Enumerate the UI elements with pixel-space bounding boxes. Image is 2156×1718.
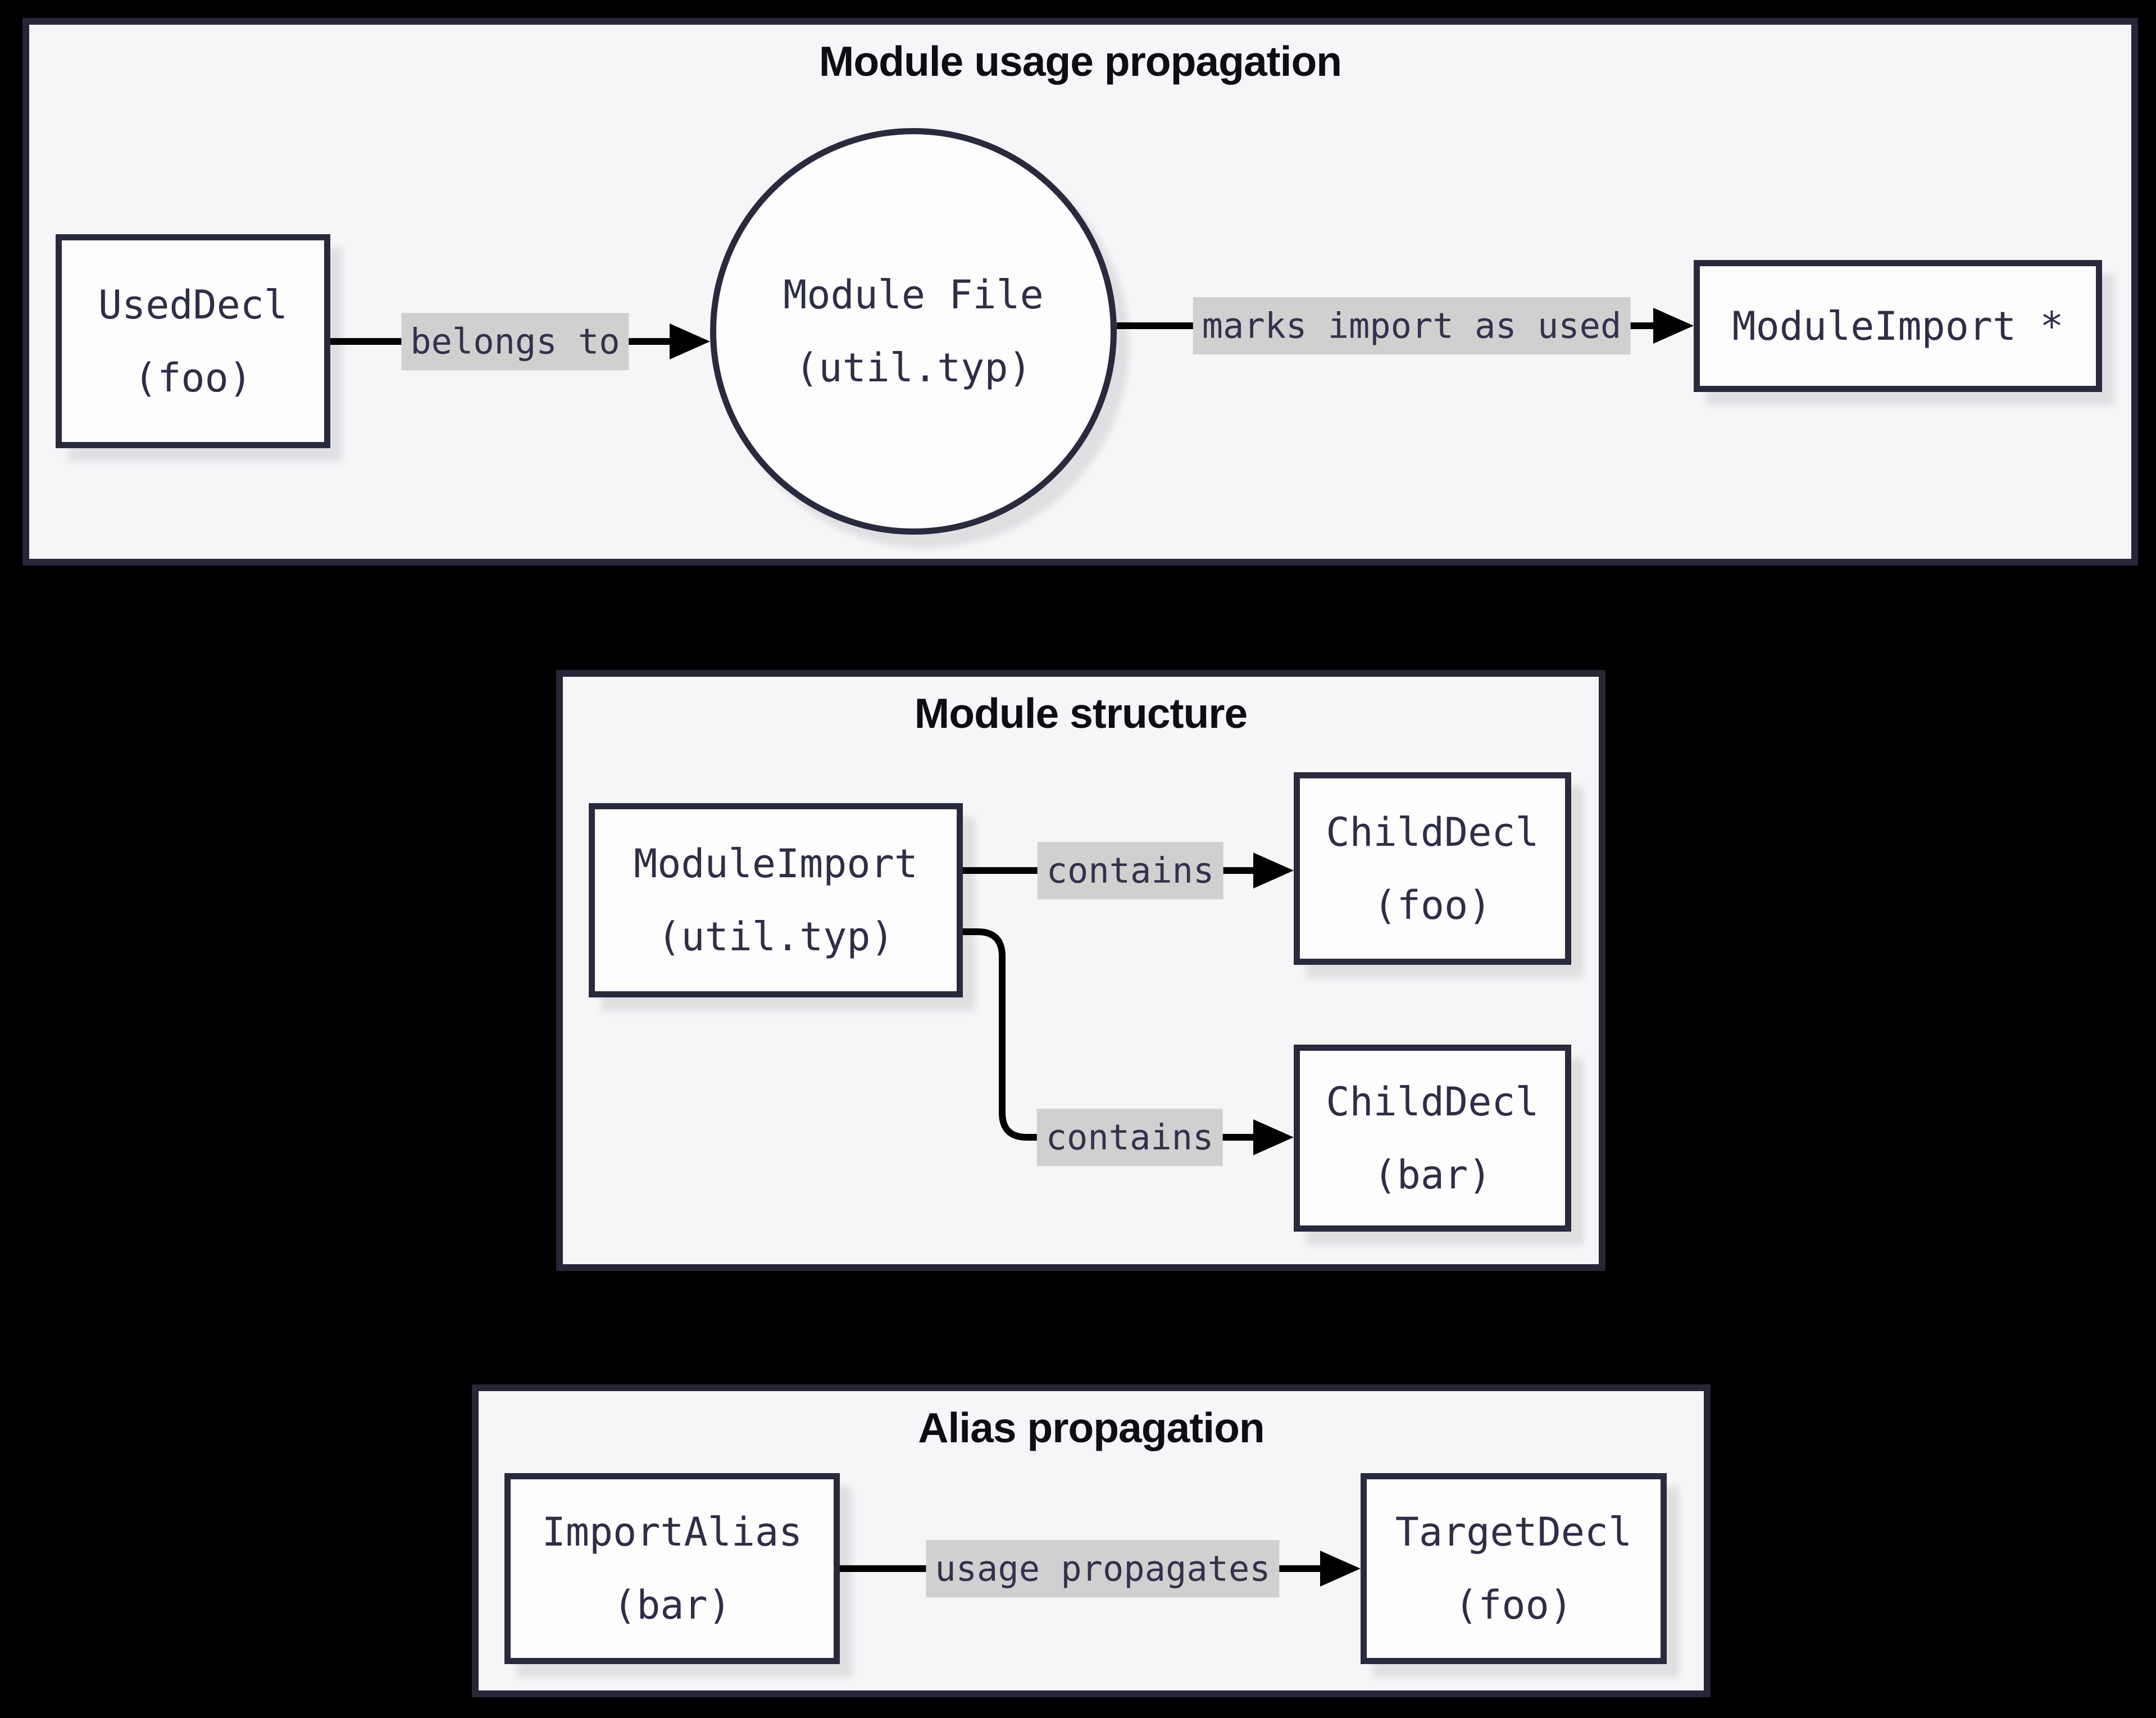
node-label-line: UsedDecl <box>98 281 288 328</box>
node-label-line: TargetDecl <box>1395 1509 1632 1555</box>
node-used-decl: UsedDecl (foo) <box>56 234 330 448</box>
subgraph-title-usage: Module usage propagation <box>818 38 1342 85</box>
node-label-line: (util.typ) <box>657 914 894 960</box>
node-label-line: (bar) <box>1373 1151 1492 1198</box>
subgraph-title-structure: Module structure <box>914 690 1248 737</box>
edge-label-contains-bar: contains <box>1036 1109 1223 1166</box>
node-label-line: ChildDecl <box>1326 1078 1539 1125</box>
node-label-line: (bar) <box>613 1582 731 1628</box>
node-child-decl-foo: ChildDecl (foo) <box>1294 772 1571 965</box>
node-module-file: Module File (util.typ) <box>710 128 1117 535</box>
node-label-line: ModuleImport <box>634 841 918 887</box>
edge-label-marks-import-as-used: marks import as used <box>1193 297 1631 354</box>
node-target-decl: TargetDecl (foo) <box>1361 1473 1667 1664</box>
node-module-import: ModuleImport (util.typ) <box>589 803 963 997</box>
node-module-import-star: ModuleImport * <box>1694 260 2102 392</box>
node-label-line: ImportAlias <box>542 1509 803 1555</box>
edge-label-contains-foo: contains <box>1037 842 1223 899</box>
node-label-line: ModuleImport * <box>1732 303 2064 349</box>
node-label-line: (foo) <box>134 354 252 401</box>
node-label-line: Module File <box>783 272 1044 318</box>
edge-label-belongs-to: belongs to <box>401 313 629 370</box>
node-label-line: (util.typ) <box>795 345 1032 391</box>
node-label-line: (foo) <box>1454 1582 1573 1628</box>
node-import-alias: ImportAlias (bar) <box>504 1473 840 1664</box>
edge-label-usage-propagates: usage propagates <box>926 1540 1280 1597</box>
node-label-line: ChildDecl <box>1326 809 1539 855</box>
subgraph-title-alias: Alias propagation <box>918 1404 1265 1451</box>
node-child-decl-bar: ChildDecl (bar) <box>1294 1045 1571 1232</box>
node-label-line: (foo) <box>1373 882 1492 928</box>
